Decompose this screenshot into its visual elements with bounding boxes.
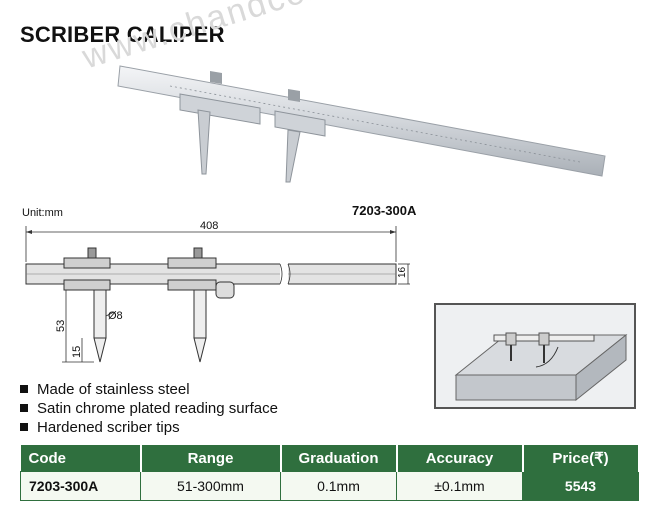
technical-drawing: 408 16 53 15 Ø8 <box>25 220 410 363</box>
header-range: Range <box>140 445 282 472</box>
bullet-icon <box>20 423 28 431</box>
header-code: Code <box>20 445 142 472</box>
dim-height: 16 <box>397 266 408 278</box>
feature-text: Made of stainless steel <box>37 381 190 398</box>
bullet-icon <box>20 404 28 412</box>
header-graduation: Graduation <box>280 445 398 472</box>
page-title: SCRIBER CALIPER <box>20 22 225 47</box>
cell-price: 5543 <box>522 471 639 501</box>
table-row: 7203-300A 51-300mm 0.1mm ±0.1mm 5543 <box>20 471 639 501</box>
header-price: Price(₹) <box>522 445 640 472</box>
cell-graduation: 0.1mm <box>280 471 397 501</box>
product-photo <box>117 65 606 183</box>
cell-range: 51-300mm <box>140 471 281 501</box>
spec-table: Code Range Graduation Accuracy Price(₹) … <box>20 445 640 501</box>
cell-accuracy: ±0.1mm <box>396 471 523 501</box>
unit-label: Unit:mm <box>22 207 63 219</box>
feature-text: Hardened scriber tips <box>37 419 180 436</box>
feature-item: Made of stainless steel <box>20 380 278 399</box>
feature-text: Satin chrome plated reading surface <box>37 400 278 417</box>
dim-length: 408 <box>200 220 218 232</box>
dim-diameter: Ø8 <box>108 310 123 322</box>
header-accuracy: Accuracy <box>396 445 524 472</box>
dim-tip: 53 <box>55 320 67 332</box>
model-label: 7203-300A <box>352 203 417 218</box>
bullet-icon <box>20 385 28 393</box>
dim-point: 15 <box>71 346 83 358</box>
table-header-row: Code Range Graduation Accuracy Price(₹) <box>20 445 640 472</box>
feature-item: Satin chrome plated reading surface <box>20 399 278 418</box>
usage-inset <box>434 303 636 409</box>
feature-list: Made of stainless steel Satin chrome pla… <box>20 380 278 437</box>
feature-item: Hardened scriber tips <box>20 418 278 437</box>
cell-code: 7203-300A <box>20 471 141 501</box>
